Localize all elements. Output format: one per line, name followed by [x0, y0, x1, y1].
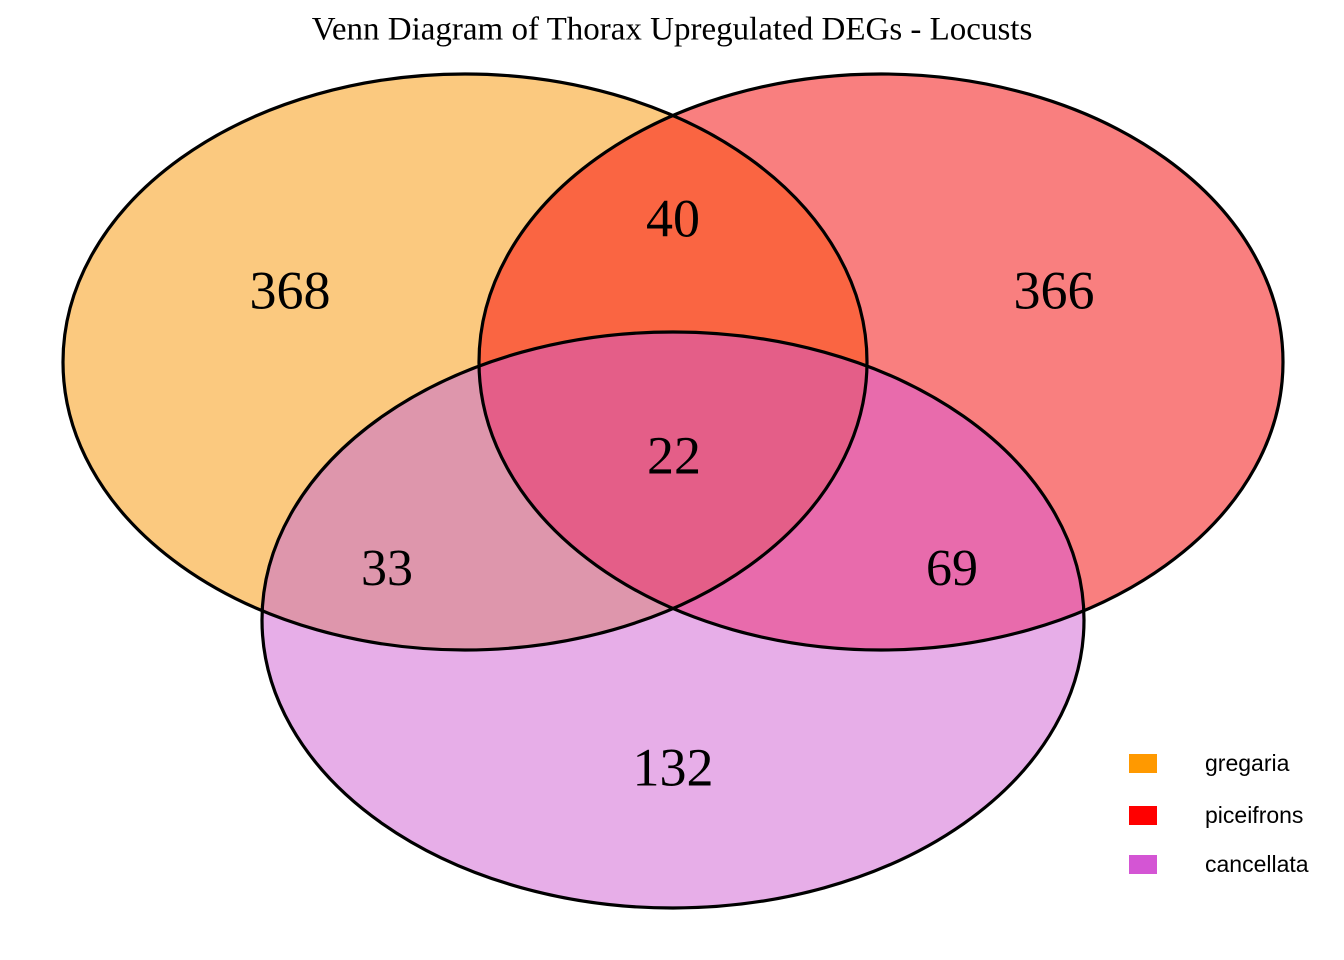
count-piceifrons-only: 366 [1014, 260, 1095, 320]
count-all-three: 22 [647, 425, 701, 485]
legend-swatch-cancellata [1129, 855, 1157, 874]
legend-label-cancellata: cancellata [1205, 851, 1309, 877]
page-title: Venn Diagram of Thorax Upregulated DEGs … [312, 12, 1033, 48]
count-gregaria-only: 368 [250, 260, 331, 320]
count-gregaria-cancellata: 33 [361, 540, 413, 597]
set-outline-piceifrons[interactable] [477, 72, 1285, 652]
legend-swatch-piceifrons [1129, 806, 1157, 825]
legend-swatch-gregaria [1129, 754, 1157, 773]
legend-label-piceifrons: piceifrons [1205, 802, 1303, 828]
venn-outlines [61, 72, 1285, 910]
venn-region-labels: 368 366 40 22 33 69 132 [250, 188, 1095, 797]
legend: gregaria piceifrons cancellata [1129, 750, 1309, 877]
legend-item-piceifrons[interactable]: piceifrons [1129, 802, 1303, 828]
count-gregaria-piceifrons: 40 [646, 188, 700, 248]
set-outline-cancellata[interactable] [260, 330, 1086, 910]
count-cancellata-only: 132 [633, 737, 714, 797]
legend-label-gregaria: gregaria [1205, 750, 1290, 776]
set-outline-gregaria[interactable] [61, 72, 869, 652]
count-piceifrons-cancellata: 69 [926, 540, 978, 597]
legend-item-gregaria[interactable]: gregaria [1129, 750, 1290, 776]
legend-item-cancellata[interactable]: cancellata [1129, 851, 1309, 877]
